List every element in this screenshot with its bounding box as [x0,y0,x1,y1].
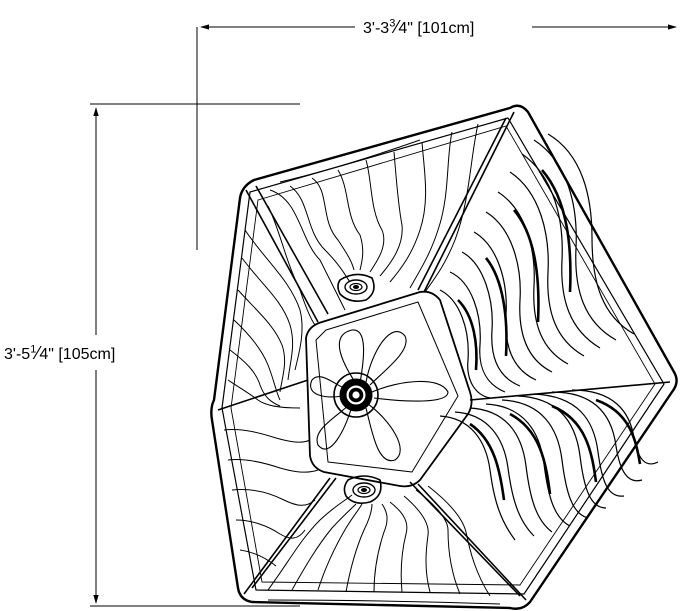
logo-badge-icon [337,273,375,302]
height-frac-den: 4 [39,346,49,363]
pentagon-body [210,104,678,610]
center-square-inner [315,301,459,473]
height-suffix: " [105cm] [48,346,116,363]
width-frac-num: 3 [389,17,396,30]
outer-pentagon [210,104,678,610]
width-frac-slash: ⁄ [395,17,399,37]
height-frac-slash: ⁄ [36,343,40,363]
width-dimension-label: 3'-33⁄4" [101cm] [360,17,478,39]
width-suffix: " [101cm] [407,20,475,37]
upper-panel-folds [267,123,479,326]
width-frac-den: 4 [398,20,408,37]
dimension-lines [90,24,677,607]
width-whole: 3'-3 [363,20,390,37]
hub-petals [310,329,449,462]
left-panel-folds [223,229,319,567]
height-dimension-label: 3'-51⁄4" [105cm] [2,343,118,365]
height-whole: 3'-5 [4,346,31,363]
lower-panel-folds [267,485,501,605]
inner-pentagon [221,117,665,595]
height-frac-num: 1 [30,343,37,356]
center-hub-icon [333,372,379,418]
radial-edges [217,111,671,601]
right-panel-ridges [457,169,642,501]
logo-badge-icon [343,475,382,504]
center-square [305,290,473,488]
